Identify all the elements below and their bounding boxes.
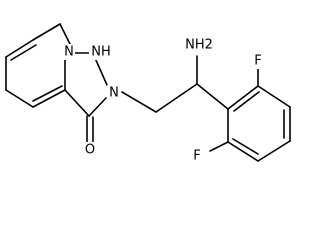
atom-bg-o [83,142,97,158]
atom-label-n1: N [64,45,74,60]
bond-ring-g [59,23,71,45]
atom-bg-nh2 [183,36,215,54]
bond-aryl-f-bottom [209,141,229,152]
atom-labels: N NH N O NH2 F F [63,36,264,164]
atom-bg-f-bottom [191,148,203,163]
bond-nh-n2 [94,57,108,86]
bond-aryl-5 [227,141,259,162]
atom-label-nh: NH [91,45,111,60]
bond-aryl-4 [257,140,291,162]
bond-aryl-2 [257,85,291,108]
atom-label-f-top: F [254,54,261,69]
atom-bg-f-top [252,54,264,69]
bond-carbonyl-ring [64,89,90,117]
bond-ring-d [5,89,34,108]
atom-label-f-bottom: F [193,149,200,164]
atom-label-nh2: NH2 [185,38,213,53]
bond-aryl-5-double [232,138,259,155]
bond-n2-carbonyl [88,97,107,117]
bond-ch-aryl [196,83,229,110]
chemical-structure: N NH N O NH2 F F [5,23,291,164]
bond-ch2-ch [155,83,198,113]
bond-aryl-1-double [233,91,260,112]
bond-ring-e [32,89,66,108]
atom-label-n2: N [109,86,119,101]
bond-ring-e-double [32,85,63,102]
atom-label-o: O [85,143,95,158]
bond-ring-b [5,39,34,58]
bond-n2-ch2 [121,91,157,113]
atom-bg-nh [89,44,113,60]
atom-bg-n1 [63,44,75,60]
bond-ring-a [32,23,61,41]
atom-bg-n2 [107,85,121,101]
bonds [5,23,291,162]
bond-aryl-1 [227,85,259,110]
bond-ring-b-double [10,44,37,61]
